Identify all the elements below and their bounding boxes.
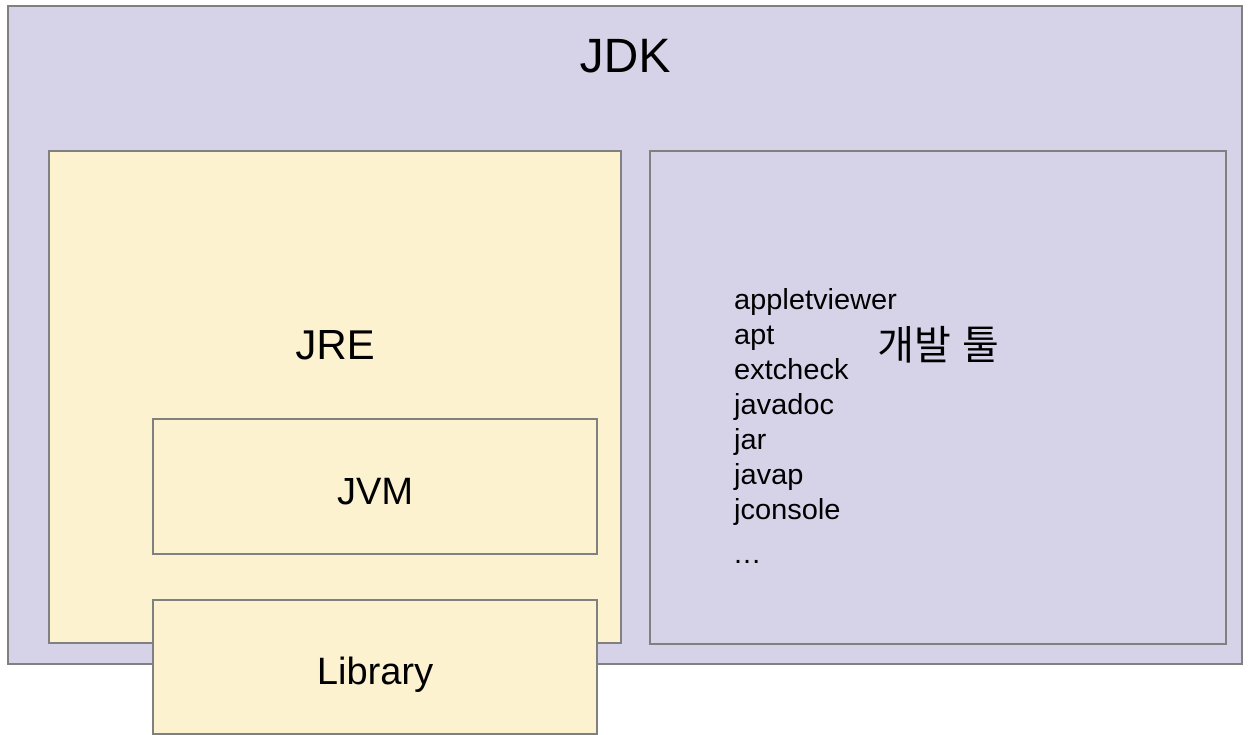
list-item: javadoc bbox=[734, 389, 834, 421]
jvm-box: JVM bbox=[152, 418, 598, 555]
list-item: extcheck bbox=[734, 354, 849, 386]
list-item: apt bbox=[734, 319, 775, 351]
jvm-label: JVM bbox=[337, 471, 413, 513]
list-item-ellipsis: ... bbox=[734, 538, 762, 570]
list-item: appletviewer bbox=[734, 284, 897, 316]
jdk-title-label: JDK bbox=[579, 30, 671, 83]
list-item: jar bbox=[734, 424, 767, 456]
dev-tools-list: appletviewer apt extcheck javadoc jar ja… bbox=[734, 283, 897, 572]
jre-title-label: JRE bbox=[295, 321, 375, 368]
library-box: Library bbox=[152, 599, 598, 735]
diagram-canvas: JDK JRE JVM Library 개발 툴 appletviewer ap… bbox=[7, 5, 1243, 735]
jre-container-box: JRE JVM Library bbox=[48, 150, 622, 735]
dev-tools-title-label: 개발 툴 bbox=[877, 324, 999, 368]
jdk-container-box: JDK JRE JVM Library 개발 툴 appletviewer ap… bbox=[7, 5, 1243, 735]
list-item: javap bbox=[734, 459, 804, 491]
list-item: jconsole bbox=[734, 494, 841, 526]
library-label: Library bbox=[316, 651, 434, 693]
dev-tools-container-box: 개발 툴 appletviewer apt extcheck javadoc j… bbox=[649, 150, 1227, 645]
